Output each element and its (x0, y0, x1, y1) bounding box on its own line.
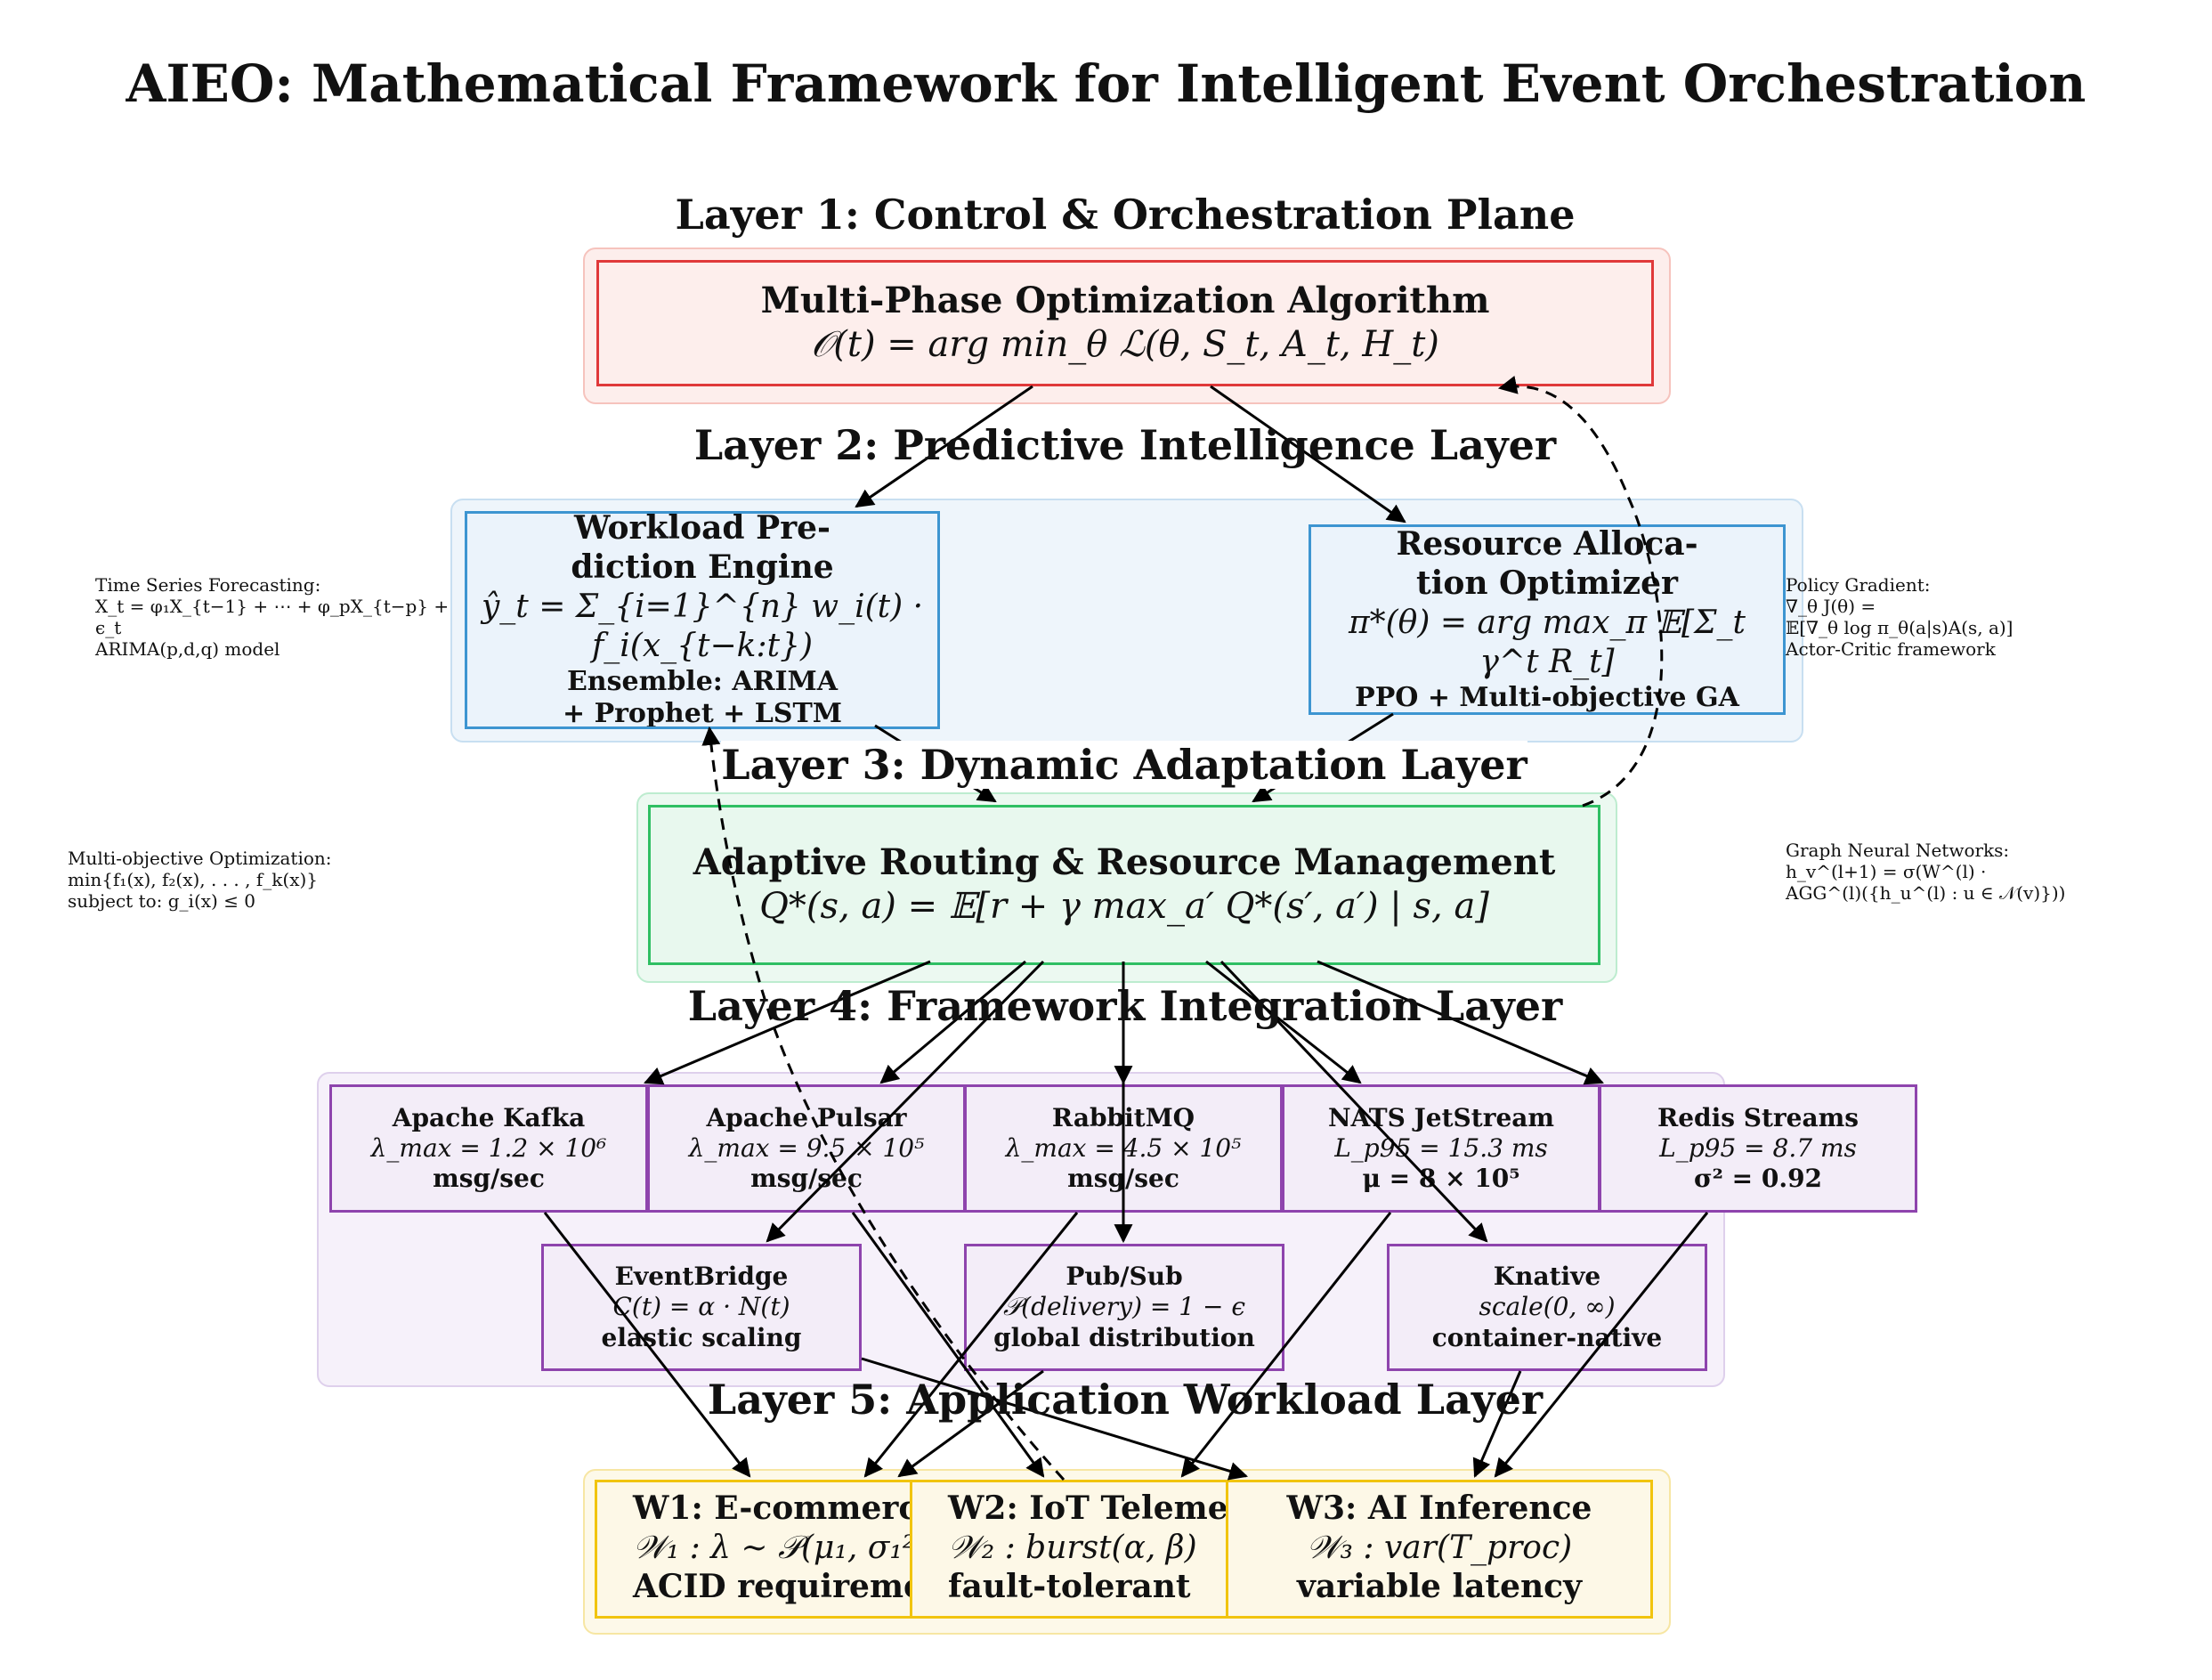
layer5-title: Layer 5: Application Workload Layer (707, 1376, 1544, 1424)
node-title: EventBridge (614, 1262, 789, 1292)
node-note: global distribution (993, 1322, 1255, 1352)
node-note: σ² = 0.92 (1693, 1164, 1823, 1194)
edge-w2-feedback-to-workload (701, 726, 1065, 1481)
annotation-gnn: Graph Neural Networks: h_v^(l+1) = σ(W^(… (1786, 840, 2065, 904)
multi-phase-optimization-node[interactable]: Multi-Phase Optimization Algorithm 𝒪(t) … (596, 260, 1654, 386)
node-note: msg/sec (433, 1164, 545, 1194)
resource-allocation-node[interactable]: Resource Alloca- tion Optimizer π*(θ) = … (1309, 524, 1786, 715)
annotation-line: ∇_θ J(θ) = (1786, 596, 1876, 617)
workload-w3-node[interactable]: W3: AI Inference 𝒲₃ : var(T_proc) variab… (1226, 1480, 1653, 1619)
edge-routing-to-pulsar (879, 960, 1026, 1084)
page-title: AIEO: Mathematical Framework for Intelli… (126, 53, 2086, 114)
layer2-title: Layer 2: Predictive Intelligence Layer (693, 421, 1557, 469)
edge-routing-to-kafka (644, 960, 931, 1085)
edge-pubsub-to-w1 (897, 1369, 1044, 1478)
node-title: Apache Pulsar (706, 1102, 907, 1132)
annotation-line: Time Series Forecasting: (95, 574, 321, 596)
apache-kafka-node[interactable]: Apache Kafka λ_max = 1.2 × 10⁶ msg/sec (329, 1084, 648, 1213)
node-title: Knative (1493, 1262, 1601, 1292)
node-equation: π*(θ) = arg max_π 𝔼[Σ_t γ^t R_t] (1348, 604, 1746, 680)
annotation-line: ARIMA(p,d,q) model (95, 638, 280, 660)
knative-node[interactable]: Knative scale(0, ∞) container-native (1387, 1244, 1707, 1371)
annotation-line: h_v^(l+1) = σ(W^(l) · (1786, 861, 1987, 882)
layer3-title: Layer 3: Dynamic Adaptation Layer (721, 741, 1527, 789)
solid-edges (543, 385, 1709, 1481)
workload-prediction-node[interactable]: Workload Pre- diction Engine ŷ_t = Σ_{i=… (465, 511, 940, 729)
node-note-line1: Ensemble: ARIMA (566, 665, 839, 697)
node-note: container-native (1431, 1322, 1663, 1352)
node-equation: L_p95 = 8.7 ms (1659, 1132, 1857, 1163)
edge-kafka-to-w1 (543, 1212, 751, 1478)
annotation-line: subject to: g_i(x) ≤ 0 (68, 890, 256, 912)
node-title: W2: IoT Telemetry (948, 1489, 1279, 1527)
annotation-line: Graph Neural Networks: (1786, 840, 2010, 861)
layer4-title: Layer 4: Framework Integration Layer (687, 982, 1563, 1030)
edge-routing-to-redis (1317, 960, 1604, 1085)
edge-routing-feedback-to-optimizer (1497, 376, 1664, 808)
annotation-multi-objective: Multi-objective Optimization: min{f₁(x),… (68, 848, 332, 912)
edge-optimizer-to-workload (855, 385, 1033, 508)
node-equation: scale(0, ∞) (1479, 1292, 1616, 1322)
annotation-line: Policy Gradient: (1786, 574, 1931, 596)
annotation-line: min{f₁(x), f₂(x), . . . , f_k(x)} (68, 869, 318, 890)
layer1-title: Layer 1: Control & Orchestration Plane (675, 191, 1576, 239)
node-equation: λ_max = 9.5 × 10⁵ (688, 1132, 925, 1163)
node-note: fault-tolerant (948, 1567, 1191, 1605)
edge-routing-to-eventbridge (766, 960, 1045, 1243)
annotation-line: Actor-Critic framework (1786, 638, 1996, 660)
node-title: NATS JetStream (1327, 1102, 1555, 1132)
edge-rabbitmq-to-w1 (863, 1212, 1079, 1478)
node-equation: 𝒲₁ : λ ∼ 𝒫(μ₁, σ₁²) (633, 1529, 928, 1566)
node-note-line2: + Prophet + LSTM (562, 698, 842, 729)
node-title-line2: diction Engine (571, 548, 834, 586)
node-title: Multi-Phase Optimization Algorithm (760, 280, 1490, 322)
node-title: W1: E-commerce (633, 1489, 939, 1527)
node-note: variable latency (1296, 1567, 1583, 1605)
node-title-line1: Workload Pre- (573, 511, 831, 548)
node-title: W3: AI Inference (1286, 1489, 1592, 1527)
node-title: Adaptive Routing & Resource Management (693, 841, 1556, 884)
node-title: Pub/Sub (1065, 1262, 1183, 1292)
edge-eventbridge-to-w3 (861, 1357, 1249, 1481)
node-equation: ŷ_t = Σ_{i=1}^{n} w_i(t) · f_i(x_{t−k:t}… (481, 588, 924, 664)
edge-routing-to-nats (1205, 960, 1362, 1084)
node-title: Redis Streams (1657, 1102, 1860, 1132)
nats-jetstream-node[interactable]: NATS JetStream L_p95 = 15.3 ms μ = 8 × 1… (1282, 1084, 1600, 1213)
pubsub-node[interactable]: Pub/Sub 𝒫(delivery) = 1 − ϵ global distr… (964, 1244, 1284, 1371)
node-equation: L_p95 = 15.3 ms (1334, 1132, 1548, 1163)
node-equation: 𝒲₂ : burst(α, β) (948, 1529, 1197, 1566)
node-equation: 𝒲₃ : var(T_proc) (1306, 1529, 1573, 1566)
node-note: PPO + Multi-objective GA (1355, 681, 1739, 713)
edge-pulsar-to-w2 (851, 1212, 1045, 1478)
node-equation: λ_max = 1.2 × 10⁶ (370, 1132, 607, 1163)
edge-optimizer-to-resource (1210, 385, 1406, 523)
annotation-time-series: Time Series Forecasting: X_t = φ₁X_{t−1}… (95, 574, 449, 660)
annotation-line: 𝔼[∇_θ log π_θ(a|s)A(s, a)] (1786, 617, 2013, 638)
annotation-line: Multi-objective Optimization: (68, 848, 332, 869)
edge-knative-to-w3 (1472, 1370, 1522, 1478)
edge-routing-to-knative (1219, 960, 1488, 1243)
dashed-edges (701, 376, 1664, 1481)
annotation-line: ϵ_t (95, 617, 122, 638)
node-equation: 𝒪(t) = arg min_θ ℒ(θ, S_t, A_t, H_t) (811, 324, 1439, 365)
edge-nats-to-w2 (1180, 1212, 1392, 1478)
node-title: Apache Kafka (392, 1102, 586, 1132)
redis-streams-node[interactable]: Redis Streams L_p95 = 8.7 ms σ² = 0.92 (1599, 1084, 1917, 1213)
node-equation: Q*(s, a) = 𝔼[r + γ max_a′ Q*(s′, a′) | s… (759, 886, 1489, 927)
annotation-line: X_t = φ₁X_{t−1} + ⋯ + φ_pX_{t−p} + (95, 596, 450, 617)
annotation-policy-gradient: Policy Gradient: ∇_θ J(θ) = 𝔼[∇_θ log π_… (1786, 574, 2013, 660)
adaptive-routing-node[interactable]: Adaptive Routing & Resource Management Q… (648, 805, 1600, 965)
node-equation: 𝒫(delivery) = 1 − ϵ (1002, 1292, 1246, 1322)
edge-redis-to-w3 (1494, 1212, 1709, 1478)
eventbridge-node[interactable]: EventBridge C(t) = α · N(t) elastic scal… (541, 1244, 862, 1371)
node-title-line2: tion Optimizer (1416, 564, 1678, 602)
annotation-line: AGG^(l)({h_u^(l) : u ∈ 𝒩(v)})) (1786, 882, 2066, 904)
node-equation: C(t) = α · N(t) (612, 1292, 790, 1322)
node-note: μ = 8 × 10⁵ (1362, 1164, 1520, 1194)
